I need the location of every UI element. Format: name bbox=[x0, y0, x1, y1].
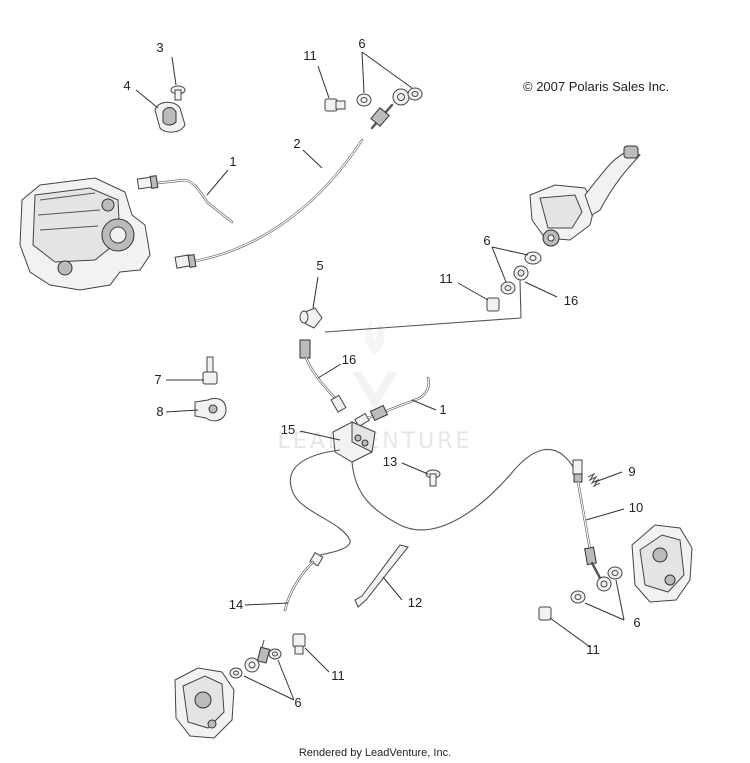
mid-right-fittings bbox=[324, 251, 542, 333]
callout-11: 11 bbox=[439, 271, 453, 286]
callout-4: 4 bbox=[123, 78, 130, 93]
callout-8: 8 bbox=[156, 404, 163, 419]
callout-6: 6 bbox=[483, 233, 490, 248]
callout-14: 14 bbox=[229, 597, 243, 612]
screw-part-3 bbox=[170, 85, 186, 101]
callout-11: 11 bbox=[303, 48, 317, 63]
lower-right-fittings bbox=[538, 566, 623, 621]
brake-line-10-right bbox=[572, 459, 602, 580]
callout-6: 6 bbox=[294, 695, 301, 710]
callout-13: 13 bbox=[383, 454, 397, 469]
callout-11: 11 bbox=[331, 668, 345, 683]
distribution-block-part-15 bbox=[332, 421, 376, 463]
callout-6: 6 bbox=[633, 615, 640, 630]
callout-7: 7 bbox=[154, 372, 161, 387]
upper-banjo-fitting bbox=[356, 87, 423, 130]
callout-9: 9 bbox=[628, 464, 635, 479]
callout-15: 15 bbox=[281, 422, 295, 437]
clamp-part-8 bbox=[194, 397, 227, 422]
rear-brake-caliper-upper-left bbox=[19, 177, 151, 291]
callout-6: 6 bbox=[358, 36, 365, 51]
lower-left-fittings bbox=[229, 633, 306, 679]
long-brake-lines bbox=[289, 448, 576, 556]
callout-1: 1 bbox=[439, 402, 446, 417]
elbow-fitting-part-5 bbox=[299, 307, 323, 329]
clip-part-4 bbox=[154, 101, 186, 133]
callout-labels: 3 4 11 6 2 1 6 11 16 5 16 7 8 1 15 13 9 … bbox=[123, 36, 643, 710]
screw-part-13 bbox=[425, 469, 441, 487]
master-cylinder bbox=[529, 145, 641, 247]
banjo-bolt-upper bbox=[324, 98, 346, 112]
spring-clip-part-9 bbox=[587, 472, 601, 488]
copyright-text: © 2007 Polaris Sales Inc. bbox=[523, 79, 669, 94]
strap-part-12 bbox=[354, 544, 409, 608]
brake-line-2-upper bbox=[174, 138, 364, 269]
callout-2: 2 bbox=[293, 136, 300, 151]
callout-5: 5 bbox=[316, 258, 323, 273]
callout-16: 16 bbox=[342, 352, 356, 367]
callout-10: 10 bbox=[629, 500, 643, 515]
brake-line-1-upper bbox=[136, 175, 234, 224]
front-brake-caliper-left bbox=[174, 667, 235, 739]
brake-line-14-lower bbox=[256, 551, 324, 664]
bleeder-part-7 bbox=[202, 356, 218, 385]
watermark-logo bbox=[352, 320, 398, 410]
front-brake-caliper-right bbox=[631, 524, 693, 603]
callout-11: 11 bbox=[586, 642, 600, 657]
leader-lines bbox=[135, 51, 625, 701]
callout-12: 12 bbox=[408, 595, 422, 610]
footer-text: Rendered by LeadVenture, Inc. bbox=[299, 747, 451, 759]
callout-3: 3 bbox=[156, 40, 163, 55]
brake-line-16-mid bbox=[299, 339, 347, 413]
brake-line-1-lower bbox=[354, 376, 430, 428]
callout-16: 16 bbox=[564, 293, 578, 308]
callout-1: 1 bbox=[229, 154, 236, 169]
